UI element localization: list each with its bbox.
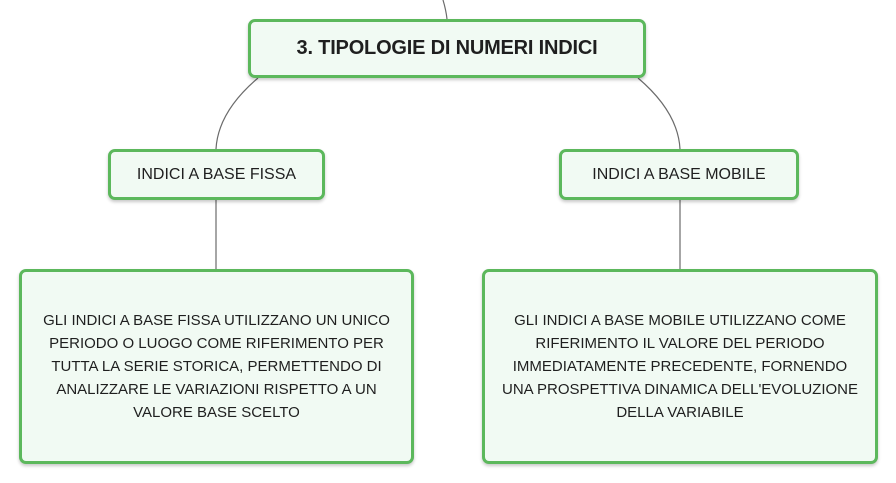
description-text-base-mobile: GLI INDICI A BASE MOBILE UTILIZZANO COME… [501,312,858,421]
branch-node-base-mobile[interactable]: INDICI A BASE MOBILE [559,149,799,200]
connector-title-to-left-branch [215,77,259,150]
description-node-base-mobile[interactable]: GLI INDICI A BASE MOBILE UTILIZZANO COME… [482,269,878,464]
title-node[interactable]: 3. TIPOLOGIE DI NUMERI INDICI [248,19,646,78]
branch-label-base-mobile: INDICI A BASE MOBILE [592,165,766,183]
description-text-base-fissa: GLI INDICI A BASE FISSA UTILIZZANO UN UN… [43,312,390,421]
branch-node-base-fissa[interactable]: INDICI A BASE FISSA [108,149,325,200]
connector-parent-to-title [442,0,448,20]
branch-label-base-fissa: INDICI A BASE FISSA [136,165,297,183]
connector-title-to-right-branch [637,77,681,150]
title-text: 3. TIPOLOGIE DI NUMERI INDICI [296,37,598,59]
description-node-base-fissa[interactable]: GLI INDICI A BASE FISSA UTILIZZANO UN UN… [19,269,414,464]
